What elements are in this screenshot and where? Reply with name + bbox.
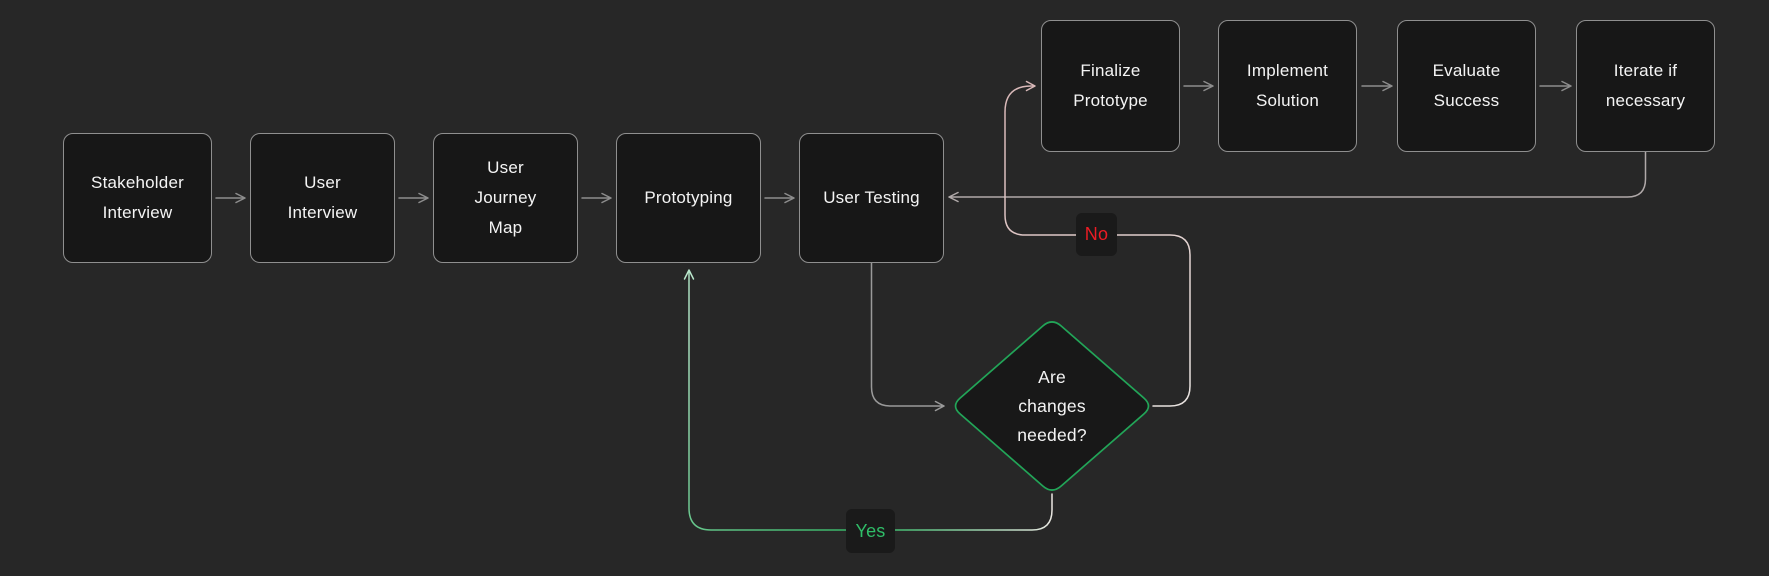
node-label: Stakeholder Interview xyxy=(91,173,184,222)
node-implement-solution[interactable]: Implement Solution xyxy=(1218,20,1357,152)
edge-decision-yes-arrowhead xyxy=(683,269,695,280)
node-decision-are-changes-needed[interactable]: Are changes needed? xyxy=(952,362,1152,450)
node-iterate-if-necessary[interactable]: Iterate if necessary xyxy=(1576,20,1715,152)
node-label: User Journey Map xyxy=(474,158,537,237)
node-label: Prototyping xyxy=(644,188,733,207)
edge-decision-yes-right xyxy=(867,493,1053,531)
edge-usertesting-to-decision xyxy=(870,262,945,412)
edge-label-yes[interactable]: Yes xyxy=(846,509,895,553)
node-prototyping[interactable]: Prototyping xyxy=(616,133,761,263)
decision-diamond-shape[interactable] xyxy=(954,321,1150,491)
node-user-interview[interactable]: User Interview xyxy=(250,133,395,263)
edge-prototyping-to-usertesting xyxy=(764,192,795,204)
edge-label-no[interactable]: No xyxy=(1076,213,1117,256)
node-label: Evaluate Success xyxy=(1432,61,1501,110)
edge-decision-no-arrowhead xyxy=(1025,80,1036,92)
edge-iterate-to-usertesting xyxy=(948,151,1647,203)
edge-label-no-text: No xyxy=(1084,224,1109,244)
node-user-testing[interactable]: User Testing xyxy=(799,133,944,263)
edge-decision-yes-left xyxy=(688,270,873,531)
edge-implement-to-evaluate xyxy=(1361,80,1393,92)
edge-evaluate-to-iterate xyxy=(1539,80,1572,92)
node-stakeholder-interview[interactable]: Stakeholder Interview xyxy=(63,133,212,263)
node-evaluate-success[interactable]: Evaluate Success xyxy=(1397,20,1536,152)
edge-stakeholder-to-userinterview xyxy=(215,192,246,204)
edge-userinterview-to-ujm xyxy=(398,192,429,204)
node-label: Finalize Prototype xyxy=(1073,61,1148,110)
decision-label-text: Are changes needed? xyxy=(1017,366,1087,445)
node-user-journey-map[interactable]: User Journey Map xyxy=(433,133,578,263)
node-label: User Testing xyxy=(823,188,920,207)
edge-finalize-to-implement xyxy=(1183,80,1214,92)
node-finalize-prototype[interactable]: Finalize Prototype xyxy=(1041,20,1180,152)
node-label: Iterate if necessary xyxy=(1605,61,1686,110)
node-label: Implement Solution xyxy=(1246,61,1329,110)
node-label: User Interview xyxy=(287,173,358,222)
edge-label-yes-text: Yes xyxy=(855,520,886,541)
edge-ujm-to-prototyping xyxy=(581,192,612,204)
